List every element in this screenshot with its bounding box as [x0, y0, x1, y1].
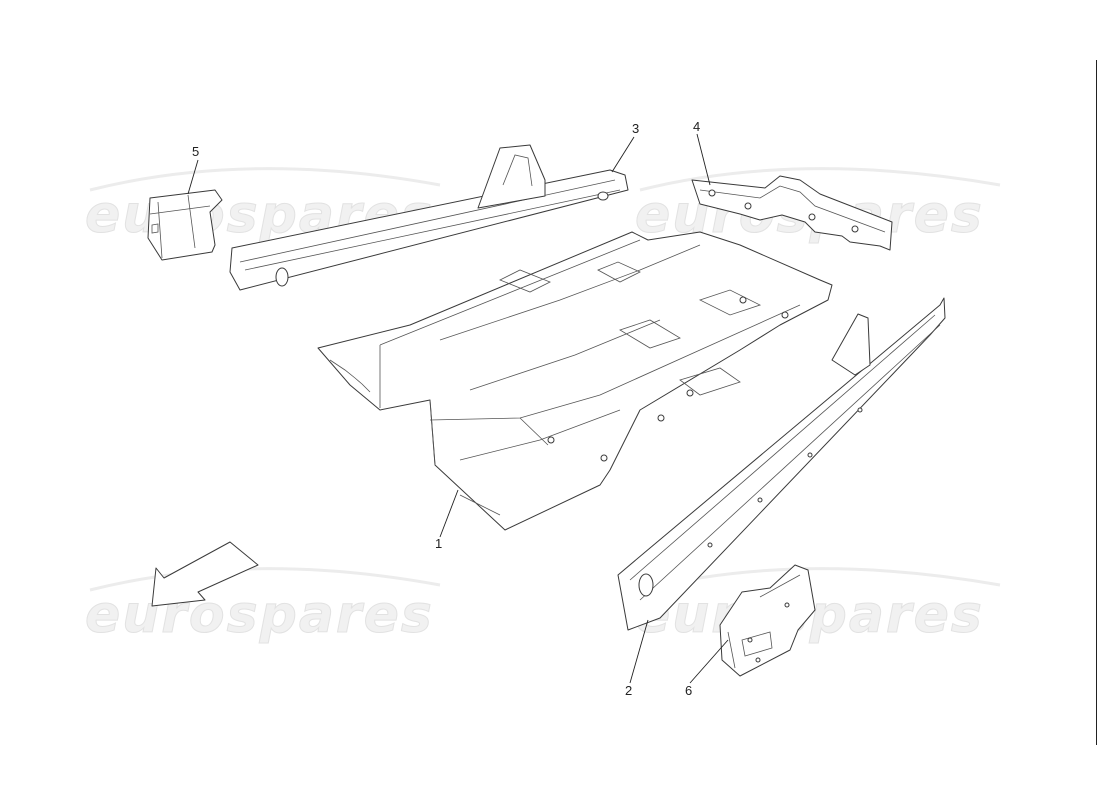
watermark-swoosh	[89, 167, 441, 192]
watermark-text: eurospares	[85, 185, 434, 245]
leader-lines	[187, 133, 729, 684]
callout-5[interactable]: 5	[192, 144, 199, 159]
watermark-text: eurospares	[85, 585, 434, 645]
part-6-bracket[interactable]	[719, 564, 816, 677]
front-direction-arrow-icon	[151, 541, 259, 607]
part-4-reinforcement[interactable]	[691, 175, 893, 251]
callout-4[interactable]: 4	[693, 119, 700, 134]
part-1-floor-pan[interactable]	[317, 231, 833, 531]
part-5-bracket[interactable]	[147, 189, 223, 261]
callout-2[interactable]: 2	[625, 683, 632, 698]
part-2-side-sill[interactable]	[617, 297, 946, 631]
callout-1[interactable]: 1	[435, 536, 442, 551]
callout-6[interactable]: 6	[685, 683, 692, 698]
callout-3[interactable]: 3	[632, 121, 639, 136]
part-3-cross-member[interactable]	[229, 144, 629, 291]
watermark-swoosh	[89, 567, 441, 592]
page-border-line	[1096, 60, 1097, 745]
watermark-swoosh	[639, 167, 1001, 192]
